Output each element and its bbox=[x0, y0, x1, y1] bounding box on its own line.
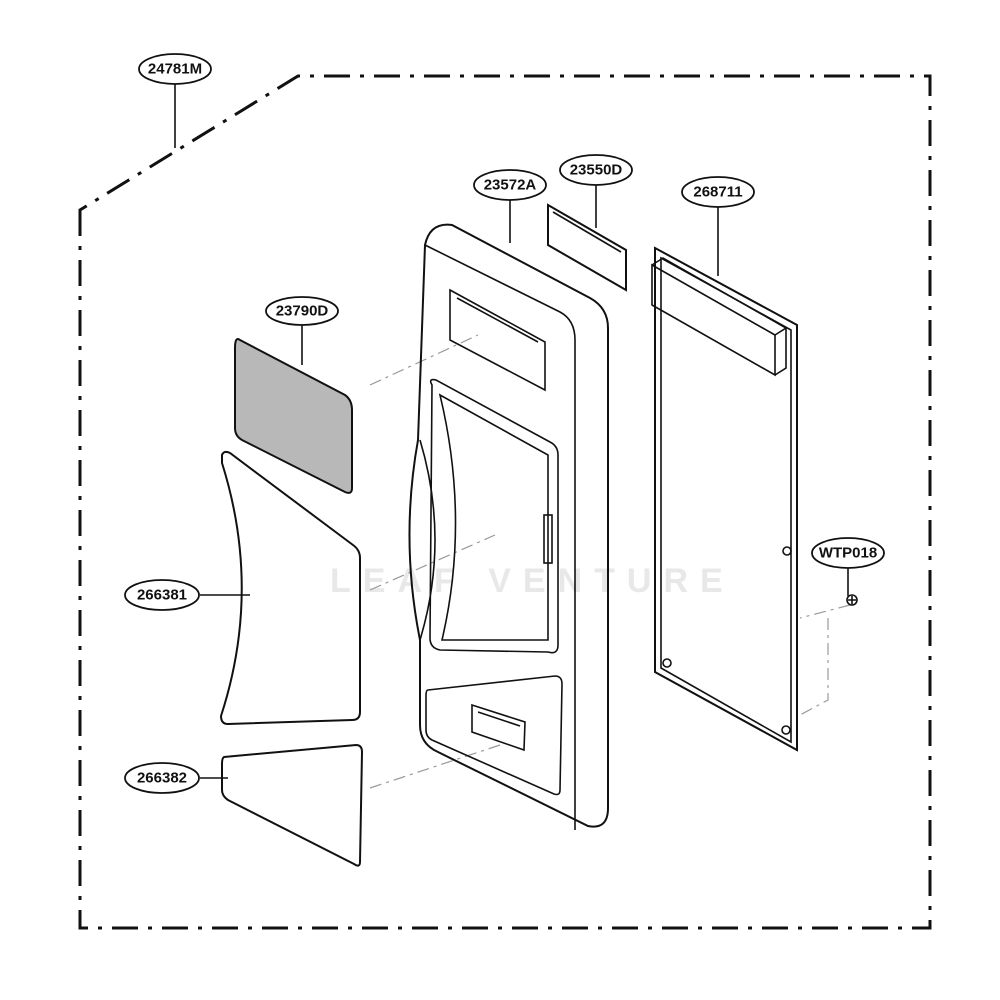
door-frame-part bbox=[408, 223, 609, 830]
watermark: LEAF VENTURE bbox=[330, 562, 735, 600]
callout-268711: 268711 bbox=[681, 176, 755, 208]
callout-23550D: 23550D bbox=[559, 154, 633, 186]
label-23790D: 23790D bbox=[276, 303, 329, 320]
label-266382: 266382 bbox=[137, 770, 187, 787]
callout-23572A: 23572A bbox=[473, 169, 547, 201]
display-window-part bbox=[547, 203, 627, 292]
label-23550D: 23550D bbox=[570, 162, 623, 179]
label-23572A: 23572A bbox=[484, 177, 537, 194]
callout-WTP018: WTP018 bbox=[811, 537, 885, 569]
label-24781M: 24781M bbox=[148, 61, 202, 78]
label-WTP018: WTP018 bbox=[819, 545, 877, 562]
leader-lines bbox=[174, 84, 849, 779]
assembly-boundary bbox=[78, 74, 932, 930]
label-268711: 268711 bbox=[693, 184, 742, 201]
screw-part bbox=[846, 594, 858, 606]
callout-266381: 266381 bbox=[124, 579, 200, 611]
lower-sheet-part bbox=[221, 743, 364, 867]
window-glass-part bbox=[234, 338, 353, 494]
callout-23790D: 23790D bbox=[265, 296, 339, 326]
label-266381: 266381 bbox=[137, 587, 187, 604]
callout-24781M: 24781M bbox=[138, 53, 212, 85]
control-panel-part bbox=[651, 246, 798, 752]
upper-sheet-part bbox=[219, 450, 361, 726]
alignment-lines bbox=[369, 334, 851, 789]
callout-266382: 266382 bbox=[124, 762, 200, 794]
